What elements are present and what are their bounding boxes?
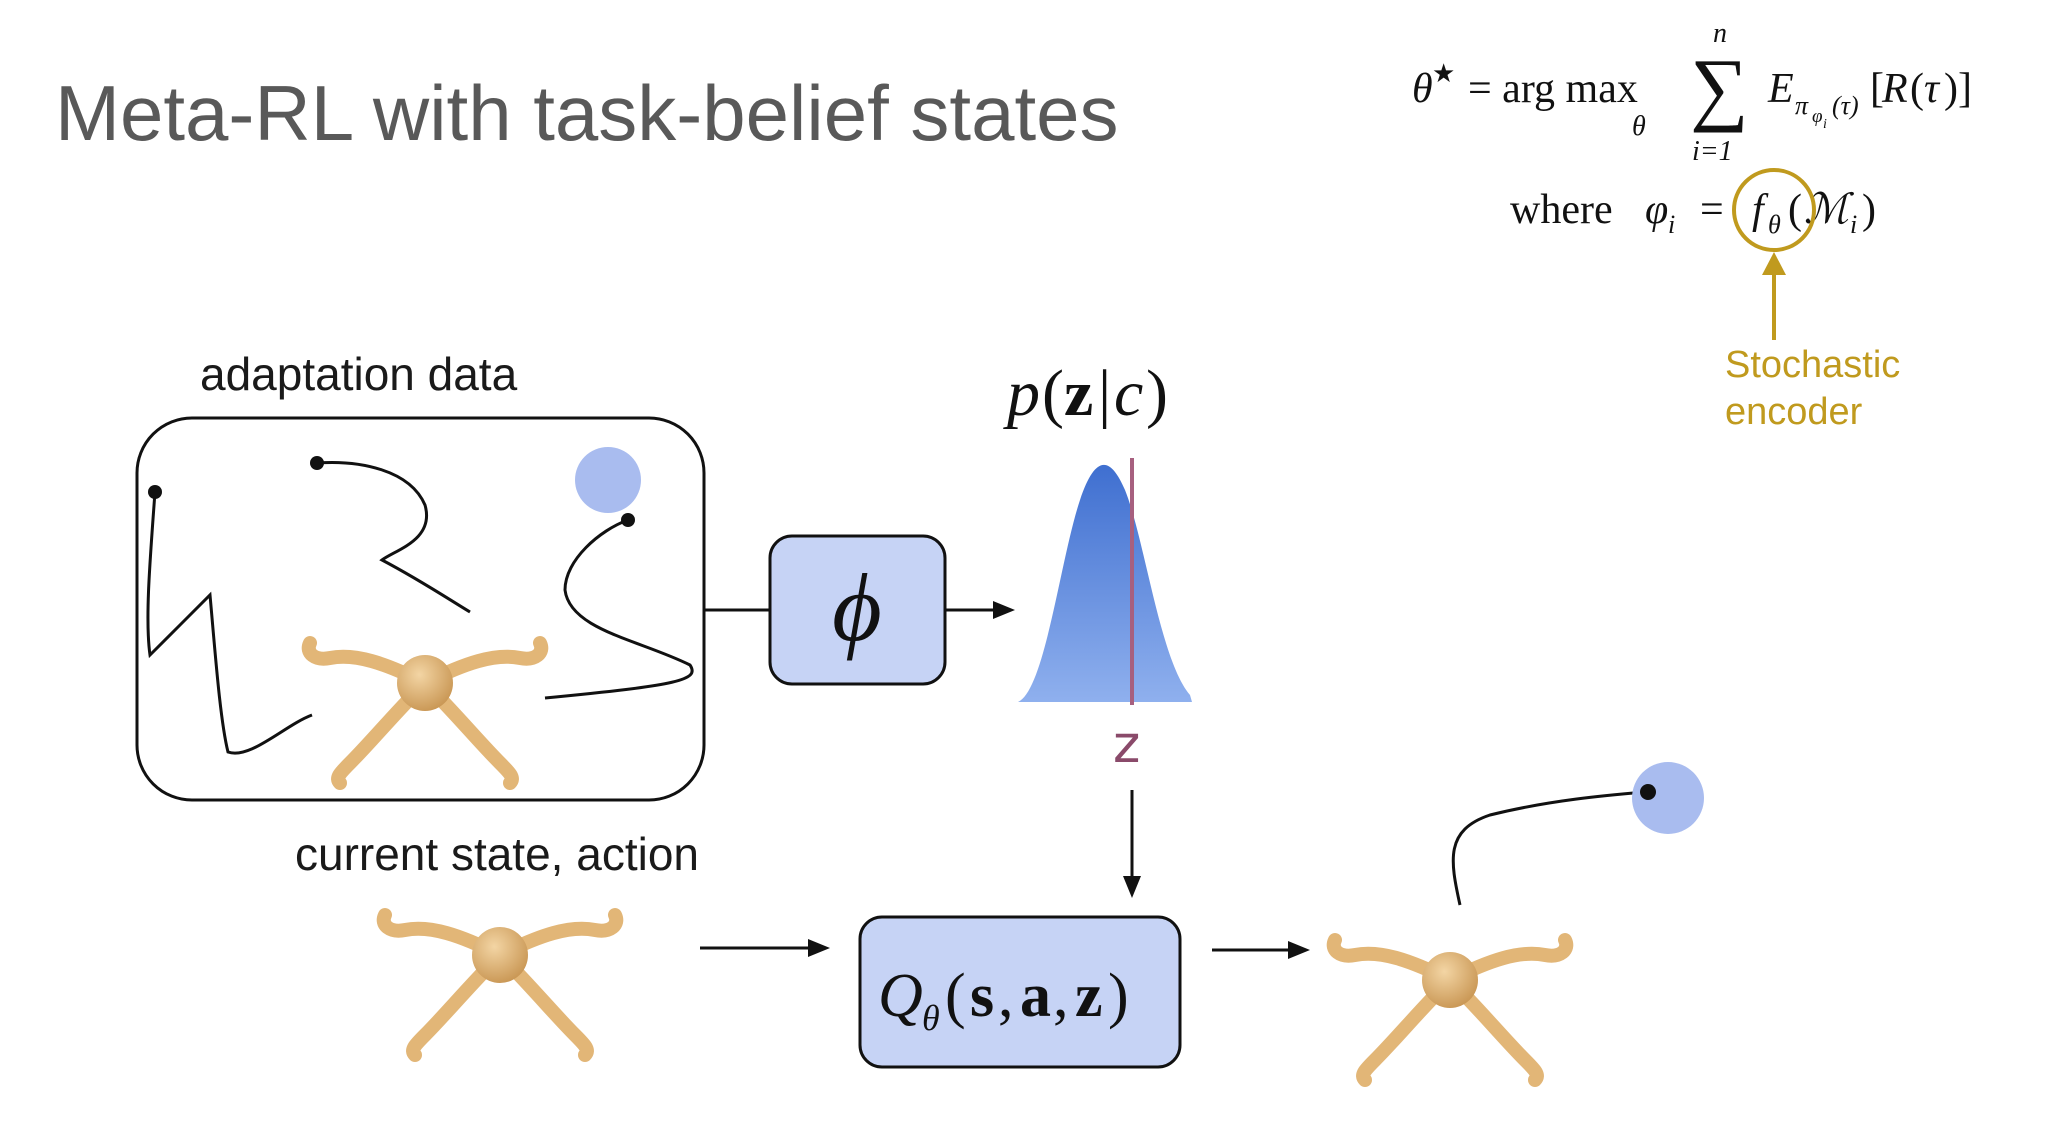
svg-text:,: , xyxy=(1053,962,1069,1030)
svg-text:(: ( xyxy=(1042,357,1064,430)
z-label: z xyxy=(1113,715,1140,775)
svg-text:[: [ xyxy=(1870,66,1884,112)
svg-text:)]: )] xyxy=(1944,66,1972,112)
q-function-box xyxy=(858,915,1182,1069)
arrowhead xyxy=(1123,876,1141,898)
svg-text:θ: θ xyxy=(922,998,940,1038)
sum-upper-limit: n xyxy=(1713,18,1727,49)
sum-lower-limit: i=1 xyxy=(1692,136,1733,167)
argmax-subscript: θ xyxy=(1632,111,1646,142)
q-function-label: Q θ ( s , a , z ) xyxy=(878,962,1129,1038)
trajectory-start-dot xyxy=(310,456,324,470)
slide-title: Meta-RL with task-belief states xyxy=(55,69,1119,157)
annotation-line2: encoder xyxy=(1725,391,1863,433)
svg-text:z: z xyxy=(1075,962,1103,1030)
svg-text:(: ( xyxy=(945,962,966,1030)
svg-text:(: ( xyxy=(1910,66,1924,112)
svg-text:∑: ∑ xyxy=(1690,42,1748,133)
svg-text:,: , xyxy=(998,962,1014,1030)
adaptation-data-label: adaptation data xyxy=(200,348,518,400)
trajectory-start-dot xyxy=(621,513,635,527)
svg-text:c: c xyxy=(1114,357,1143,430)
svg-text:★: ★ xyxy=(1432,59,1455,88)
svg-text:θ: θ xyxy=(1412,66,1433,112)
svg-text:= arg max: = arg max xyxy=(1468,66,1638,112)
svg-text:): ) xyxy=(1108,962,1129,1030)
svg-text:a: a xyxy=(1020,962,1051,1030)
svg-text:p: p xyxy=(1003,357,1040,430)
svg-text:R: R xyxy=(1881,66,1908,112)
svg-text:Q: Q xyxy=(878,962,923,1030)
annotation-line1: Stochastic xyxy=(1725,344,1900,386)
ant-robot-icon xyxy=(1334,940,1567,1080)
svg-text:i: i xyxy=(1850,210,1857,239)
svg-text:(: ( xyxy=(1788,187,1802,233)
svg-text:f: f xyxy=(1752,187,1769,233)
highlight-circle xyxy=(1732,168,1816,252)
posterior-label: p ( z | c ) xyxy=(1003,357,1168,430)
current-state-label: current state, action xyxy=(295,828,699,880)
gaussian-distribution xyxy=(1018,464,1192,702)
svg-text:i: i xyxy=(1668,210,1675,239)
svg-text:|: | xyxy=(1098,357,1111,430)
svg-text:): ) xyxy=(1146,357,1168,430)
trajectory-curve xyxy=(146,461,694,755)
trajectory-start-dot xyxy=(148,485,162,499)
objective-equation: θ ★ = arg max θ n ∑ i=1 E π φ i (τ) [ R … xyxy=(1412,18,1972,433)
svg-text:θ: θ xyxy=(1768,210,1781,239)
annotation-arrowhead xyxy=(1762,252,1786,275)
svg-text:=: = xyxy=(1700,187,1724,233)
svg-text:φ: φ xyxy=(1645,187,1668,233)
svg-text:i: i xyxy=(1823,117,1827,132)
svg-text:τ: τ xyxy=(1924,66,1941,112)
svg-text:z: z xyxy=(1064,357,1093,430)
encoder-symbol: ϕ xyxy=(832,554,882,661)
svg-text:): ) xyxy=(1862,187,1876,233)
ant-robot-icon xyxy=(384,915,617,1055)
trajectory-end-dot xyxy=(1640,784,1656,800)
svg-text:s: s xyxy=(970,962,994,1030)
goal-dot-icon xyxy=(575,447,641,513)
svg-text:π: π xyxy=(1795,91,1809,120)
svg-text:φ: φ xyxy=(1812,106,1823,127)
svg-text:E: E xyxy=(1767,66,1794,112)
goal-dot-icon xyxy=(1632,762,1704,834)
trajectory-curve xyxy=(1451,790,1646,906)
svg-text:(τ): (τ) xyxy=(1832,91,1859,120)
arrowhead xyxy=(808,939,830,957)
arrowhead xyxy=(1288,941,1310,959)
svg-text:where: where xyxy=(1510,187,1613,233)
arrowhead xyxy=(993,601,1015,619)
